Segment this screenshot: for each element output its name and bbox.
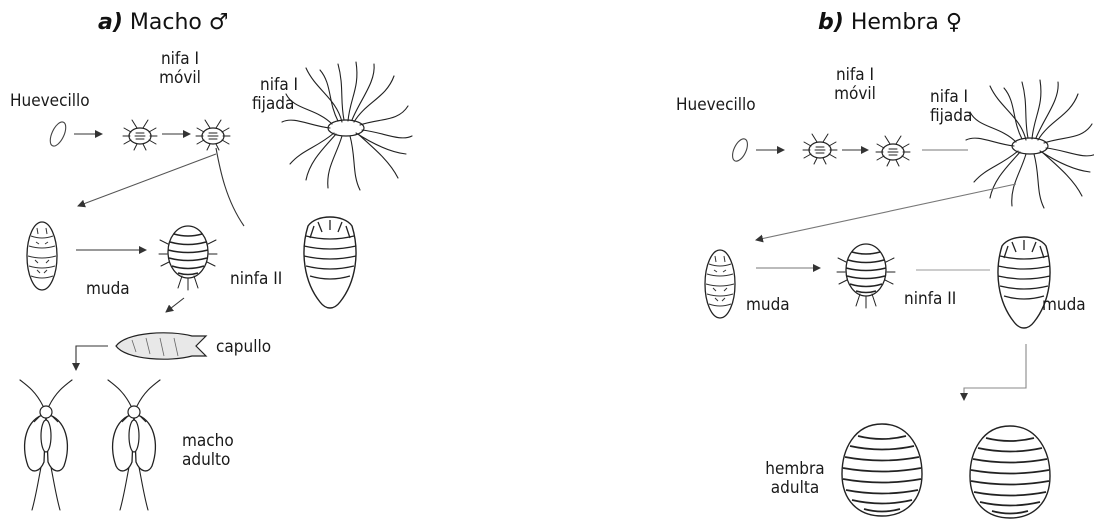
a-cocoon: [116, 333, 206, 359]
b-label-fixed-nymph-line1: nifa I: [930, 88, 972, 107]
a-label-molt: muda: [86, 280, 130, 299]
b-mobile-nymph: [803, 134, 837, 164]
b-label-mobile-nymph-line1: nifa I: [824, 66, 886, 85]
b-label-mobile-nymph-line2: móvil: [824, 85, 886, 104]
b-label-female-adult: hembra adulta: [760, 460, 830, 498]
b-label-egg: Huevecillo: [676, 96, 756, 115]
panel-b-title: b) Hembra ♀: [818, 10, 962, 36]
b-female-adult-1: [842, 424, 922, 516]
b-label-molt1: muda: [746, 296, 790, 315]
a-larva: [27, 222, 57, 290]
panel-b-title-text: Hembra: [851, 10, 939, 35]
a-mobile-nymph: [123, 120, 157, 150]
a-male-adult-1: [20, 380, 72, 510]
a-male-adult-2: [108, 380, 160, 510]
panel-b-letter: b): [818, 10, 844, 35]
a-label-nymph2: ninfa II: [230, 270, 282, 289]
b-nymph2: [837, 244, 895, 308]
a-label-mobile-nymph: nifa I móvil: [150, 50, 210, 88]
male-symbol-icon: ♂: [209, 10, 229, 35]
panel-a-title-text: Macho: [130, 10, 202, 35]
a-label-mobile-nymph-line2: móvil: [150, 69, 210, 88]
b-label-molt2: muda: [1042, 296, 1086, 315]
panel-a-letter: a): [98, 10, 123, 35]
female-symbol-icon: ♀: [946, 10, 962, 35]
a-nymph2: [159, 226, 217, 290]
a-label-egg: Huevecillo: [10, 92, 90, 111]
b-label-mobile-nymph: nifa I móvil: [824, 66, 886, 104]
a-pupa: [304, 217, 356, 308]
a-label-male-adult-line1: macho: [182, 432, 234, 451]
a-label-mobile-nymph-line1: nifa I: [150, 50, 210, 69]
b-label-female-adult-line2: adulta: [760, 479, 830, 498]
a-label-fixed-nymph-line2: fijada: [252, 95, 298, 114]
a-egg: [47, 120, 69, 149]
a-tuft: [282, 62, 412, 190]
a-label-cocoon: capullo: [216, 338, 271, 357]
panel-a-title: a) Macho ♂: [98, 10, 229, 36]
a-label-male-adult: macho adulto: [182, 432, 234, 470]
a-label-fixed-nymph: nifa I fijada: [252, 76, 298, 114]
b-label-nymph2: ninfa II: [904, 290, 956, 309]
b-label-female-adult-line1: hembra: [760, 460, 830, 479]
b-label-fixed-nymph: nifa I fijada: [930, 88, 972, 126]
b-label-fixed-nymph-line2: fijada: [930, 107, 972, 126]
a-label-male-adult-line2: adulto: [182, 451, 234, 470]
b-egg: [729, 137, 750, 164]
b-larva: [705, 250, 735, 318]
a-fixed-nymph: [196, 120, 230, 150]
b-tuft: [966, 80, 1094, 208]
a-label-fixed-nymph-line1: nifa I: [252, 76, 298, 95]
b-female-adult-2: [970, 426, 1050, 518]
b-fixed-nymph: [876, 136, 910, 166]
